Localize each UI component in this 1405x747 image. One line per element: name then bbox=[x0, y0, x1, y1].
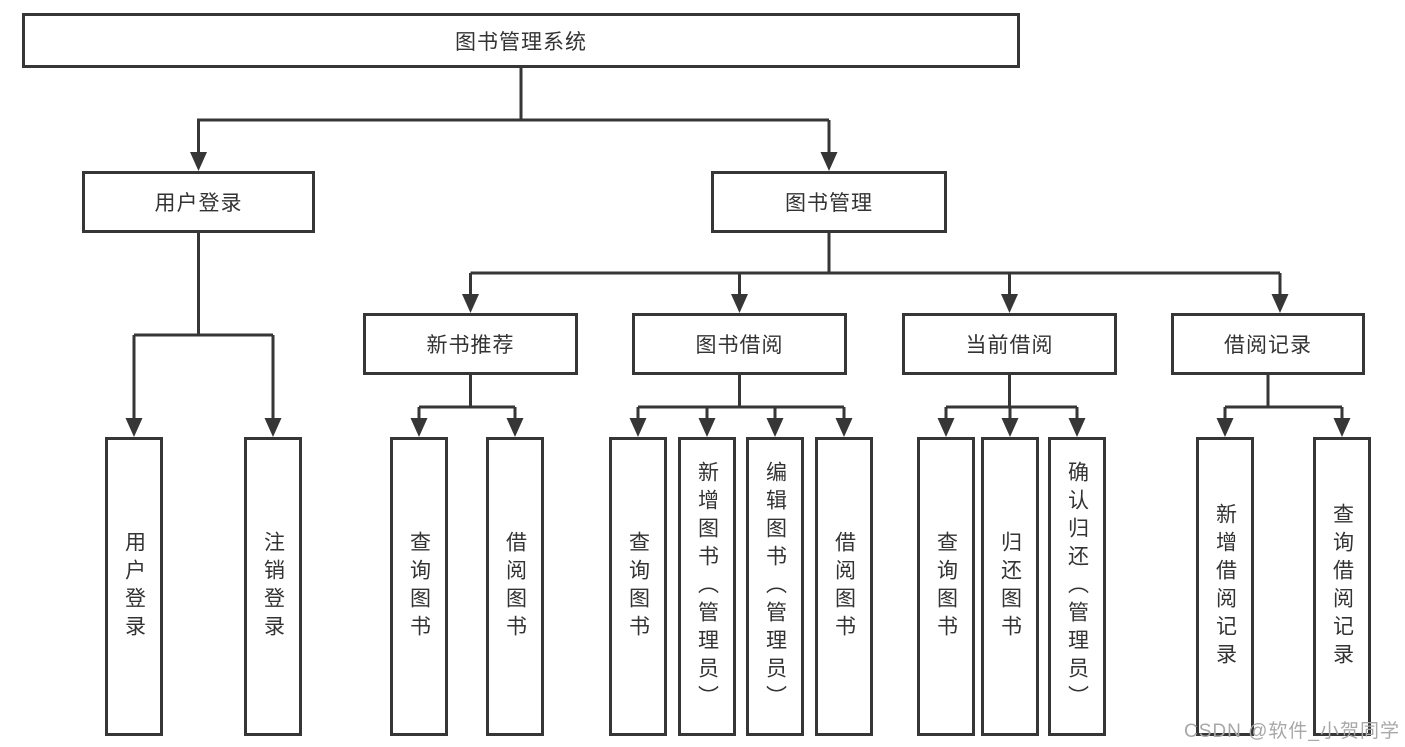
leaf-borrow-books-2: 借阅图书 bbox=[815, 437, 873, 736]
node-new-book-recommend-label: 新书推荐 bbox=[426, 334, 515, 357]
leaf-add-borrow-record: 新增借阅记录 bbox=[1196, 437, 1254, 736]
leaf-query-borrow-record: 查询借阅记录 bbox=[1313, 437, 1371, 736]
leaf-edit-books-admin: 编辑图书（管理员） bbox=[746, 437, 804, 736]
node-book-borrowing: 图书借阅 bbox=[632, 313, 847, 375]
connector-management-to-level3 bbox=[462, 233, 1289, 313]
node-library-system-label: 图书管理系统 bbox=[455, 30, 587, 54]
node-user-login-label: 用户登录 bbox=[154, 192, 243, 215]
leaf-query-books-2-label: 查询图书 bbox=[626, 530, 650, 643]
leaf-query-books-1-label: 查询图书 bbox=[407, 530, 431, 643]
leaf-query-books-2: 查询图书 bbox=[609, 437, 667, 736]
csdn-watermark: CSDN @软件_小贺同学 bbox=[1184, 721, 1400, 742]
node-new-book-recommend: 新书推荐 bbox=[363, 313, 578, 375]
leaf-borrow-books-1-label: 借阅图书 bbox=[503, 530, 527, 643]
leaf-borrow-books-2-label: 借阅图书 bbox=[832, 530, 856, 643]
node-current-borrowing: 当前借阅 bbox=[902, 313, 1117, 375]
leaf-add-books-admin: 新增图书（管理员） bbox=[678, 437, 736, 736]
node-borrowing-records-label: 借阅记录 bbox=[1224, 334, 1312, 357]
connector-current-to-leaves bbox=[937, 375, 1086, 437]
leaf-borrow-books-1: 借阅图书 bbox=[486, 437, 544, 736]
connector-root-to-level2 bbox=[190, 68, 838, 171]
connector-borrowing-to-leaves bbox=[629, 375, 853, 437]
node-borrowing-records: 借阅记录 bbox=[1171, 313, 1365, 375]
leaf-logout: 注销登录 bbox=[244, 437, 302, 736]
leaf-user-login-label: 用户登录 bbox=[122, 530, 146, 643]
node-book-management: 图书管理 bbox=[711, 171, 947, 233]
leaf-confirm-return-admin-label: 确认归还（管理员） bbox=[1065, 460, 1089, 713]
node-book-management-label: 图书管理 bbox=[785, 192, 873, 215]
leaf-query-books-3: 查询图书 bbox=[917, 437, 975, 736]
leaf-return-books: 归还图书 bbox=[981, 437, 1039, 736]
node-user-login: 用户登录 bbox=[82, 171, 315, 233]
leaf-query-books-3-label: 查询图书 bbox=[934, 530, 958, 643]
leaf-logout-label: 注销登录 bbox=[261, 530, 285, 643]
connector-newbooks-to-leaves bbox=[410, 375, 524, 437]
leaf-edit-books-admin-label: 编辑图书（管理员） bbox=[763, 460, 787, 713]
node-library-system: 图书管理系统 bbox=[22, 13, 1020, 68]
node-book-borrowing-label: 图书借阅 bbox=[695, 334, 784, 357]
leaf-return-books-label: 归还图书 bbox=[998, 530, 1022, 643]
leaf-confirm-return-admin: 确认归还（管理员） bbox=[1048, 437, 1106, 736]
leaf-add-books-admin-label: 新增图书（管理员） bbox=[695, 460, 719, 713]
leaf-user-login: 用户登录 bbox=[105, 437, 163, 736]
leaf-query-borrow-record-label: 查询借阅记录 bbox=[1330, 502, 1354, 671]
leaf-add-borrow-record-label: 新增借阅记录 bbox=[1213, 502, 1237, 671]
connector-records-to-leaves bbox=[1216, 375, 1351, 437]
node-current-borrowing-label: 当前借阅 bbox=[965, 334, 1054, 357]
leaf-query-books-1: 查询图书 bbox=[390, 437, 448, 736]
connector-login-to-leaves bbox=[125, 233, 282, 437]
